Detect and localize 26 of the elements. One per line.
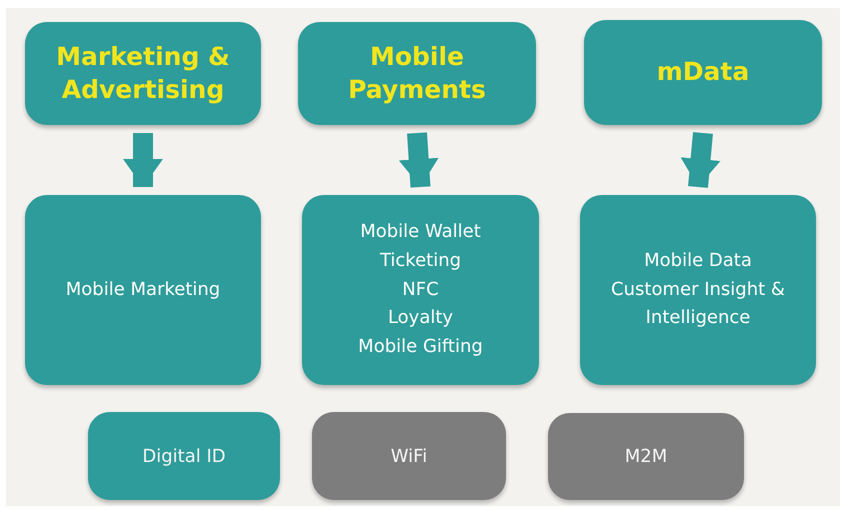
block-arrow (398, 132, 439, 188)
rounded-box (298, 22, 536, 125)
rounded-box (302, 195, 539, 385)
node-text: Mobile Marketing (66, 278, 220, 302)
rounded-box (88, 412, 280, 500)
rounded-box (548, 413, 744, 500)
rounded-box (580, 195, 816, 385)
rounded-box (25, 195, 261, 385)
rounded-box (584, 20, 822, 125)
node-text: Mobile Gifting (358, 335, 483, 360)
rounded-box (312, 412, 506, 500)
rounded-box (25, 22, 261, 125)
node-heading: mData (656, 56, 750, 88)
node-text: Customer Insight & Intelligence (610, 278, 786, 330)
node-text: Loyalty (388, 306, 454, 330)
node-text: Mobile Data (644, 248, 752, 273)
node-text: NFC (402, 278, 439, 302)
block-arrow (123, 133, 163, 187)
node-text: Ticketing (380, 248, 462, 273)
node-label: WiFi (390, 446, 428, 466)
node-heading: Mobile Payments (347, 41, 487, 106)
node-label: Digital ID (142, 446, 226, 466)
node-label: M2M (624, 446, 668, 467)
node-text: Mobile Wallet (360, 220, 481, 244)
node-heading: Marketing & Advertising (55, 41, 231, 106)
block-arrow (680, 132, 720, 188)
